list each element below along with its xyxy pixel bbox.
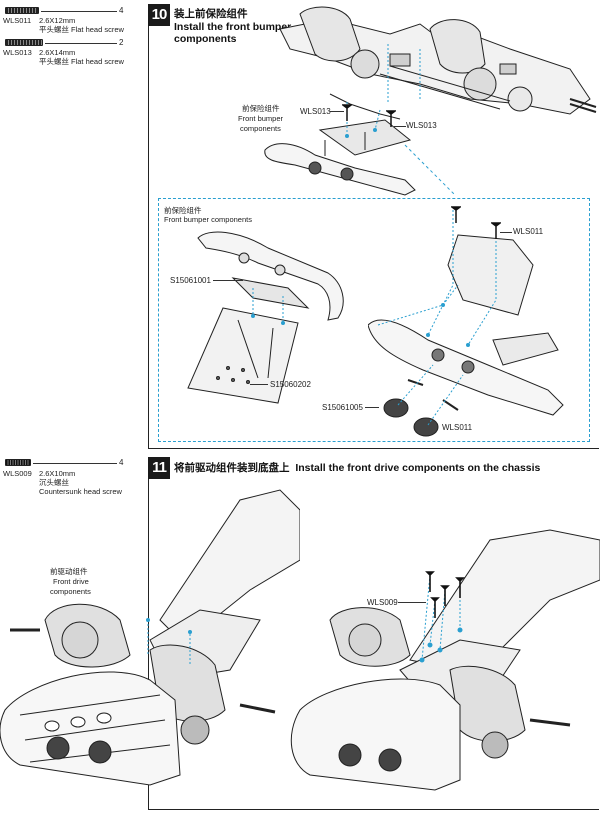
screw-desc: Flat head screw <box>71 25 124 34</box>
step10-title-cn: 装上前保险组件 <box>174 8 248 20</box>
screw-desc: Countersunk head screw <box>39 487 122 496</box>
screw-qty: 2 <box>119 38 124 47</box>
callout-wls011-bottom: WLS011 <box>442 423 473 432</box>
screw-code: WLS011 <box>3 16 32 25</box>
screw-cn: 平头螺丝 <box>39 25 69 34</box>
front-bumper-drawing <box>264 102 416 196</box>
flat-head-screw-icon <box>342 104 352 121</box>
screw-desc: Flat head screw <box>71 57 124 66</box>
screw-cn: 沉头螺丝 <box>39 478 69 487</box>
detail-connector <box>404 144 456 196</box>
step10-frame <box>148 4 599 449</box>
part-code-2: S15060202 <box>270 380 311 389</box>
step11-number: 11 <box>148 457 170 479</box>
step11-title-cn: 将前驱动组件装到底盘上 <box>174 462 290 474</box>
detail-label-cn: 前保险组件 <box>164 206 202 215</box>
screw-list-step11: 4 WLS009 2.6X10mm 沉头螺丝 Countersunk head … <box>3 457 143 502</box>
flat-head-screw-icon <box>491 222 501 239</box>
part-code-1: S15061001 <box>170 276 211 285</box>
bumper-exploded-drawing <box>187 231 344 404</box>
bumper-assembly-drawing <box>368 210 564 437</box>
screw-cn: 平头螺丝 <box>39 57 69 66</box>
step10-bumper-label-cn: 前保险组件 <box>242 104 280 113</box>
callout-wls011-top: WLS011 <box>513 227 544 236</box>
step11-title: 将前驱动组件装到底盘上 Install the front drive comp… <box>174 462 540 474</box>
detail-label-en: Front bumper components <box>164 215 252 224</box>
screw-list-step10: 4 WLS011 2.6X12mm 平头螺丝 Flat head screw 2… <box>3 4 143 74</box>
screw-size: 2.6X10mm <box>39 469 76 478</box>
flat-head-screw-icon <box>451 206 461 223</box>
screw-size: 2.6X12mm <box>39 16 76 25</box>
screw-code: WLS009 <box>3 469 32 478</box>
flat-head-screw-icon <box>5 7 39 14</box>
callout-wls009: WLS009 <box>367 598 398 607</box>
step10-bumper-label-en-1: Front bumper <box>238 114 284 123</box>
step10-number: 10 <box>148 4 170 26</box>
callout-wls013-right: WLS013 <box>406 121 437 130</box>
step11-title-en: Install the front drive components on th… <box>295 462 541 474</box>
screw-qty: 4 <box>119 6 124 15</box>
step11-label-en-1: Front drive <box>53 577 89 586</box>
screw-size: 2.6X14mm <box>39 48 76 57</box>
part-code-3: S15061005 <box>322 403 363 412</box>
flat-head-screw-icon <box>5 39 43 46</box>
chassis-left-drawing <box>0 489 300 786</box>
countersunk-screw-icon <box>5 459 31 466</box>
step11-label-en-2: components <box>50 587 91 596</box>
screw-qty: 4 <box>119 458 124 467</box>
bumper-detail-box <box>158 198 590 442</box>
screw-code: WLS013 <box>3 48 32 57</box>
step10-bumper-label-en-2: components <box>240 124 281 133</box>
step10-title-en-1: Install the front bumper <box>174 21 292 33</box>
flat-head-screw-icon <box>386 110 396 127</box>
front-axle-drawing <box>279 6 597 120</box>
callout-wls013-left: WLS013 <box>300 107 331 116</box>
step10-title-en-2: components <box>174 33 237 45</box>
chassis-right-drawing <box>290 529 600 791</box>
step11-label-cn: 前驱动组件 <box>50 567 88 576</box>
